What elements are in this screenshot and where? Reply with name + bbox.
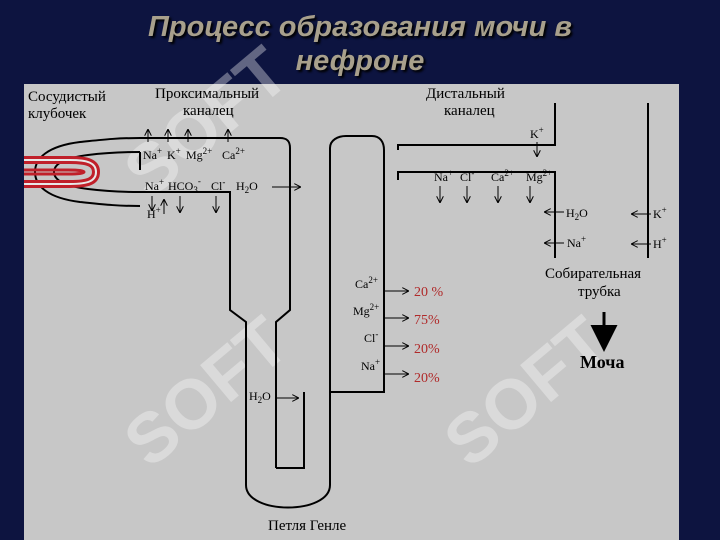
percent-mg: 75%: [414, 313, 440, 328]
proximal-ions-row-1: Na+ K+ Mg2+ Ca2+: [143, 146, 245, 162]
svg-text:Ca2+: Ca2+: [355, 275, 378, 291]
glomerulus-label-2: клубочек: [28, 106, 87, 122]
glomerulus-label-1: Сосудистый: [28, 89, 106, 105]
svg-text:K+: K+: [530, 125, 544, 141]
svg-text:HCO3-: HCO3-: [168, 176, 201, 195]
collecting-label-1: Собирательная: [545, 266, 641, 282]
svg-text:K+: K+: [653, 205, 667, 221]
distal-ions: Na+ Cl- Ca2+ Mg2+ K+: [434, 125, 552, 184]
svg-text:H+: H+: [147, 205, 161, 221]
loop-percentages: 20 % 75% 20% 20%: [414, 285, 444, 386]
svg-text:Na+: Na+: [145, 177, 164, 193]
svg-text:Na+: Na+: [434, 168, 453, 184]
proximal-ions-row-2: Na+ HCO3- Cl- H2O H+: [145, 176, 258, 221]
collecting-label-2: трубка: [578, 284, 621, 300]
glomerulus: [24, 137, 141, 207]
loop-ions: Ca2+ Mg2+ Cl- Na+ H2O: [249, 275, 380, 405]
proximal-label-2: каналец: [183, 103, 234, 119]
diagram-panel: [24, 84, 679, 540]
proximal-arrows-up: [148, 130, 228, 142]
percent-ca: 20 %: [414, 285, 444, 300]
svg-text:H2O: H2O: [566, 206, 588, 222]
svg-text:Na+: Na+: [361, 357, 380, 373]
svg-text:H2O: H2O: [236, 179, 258, 195]
svg-text:Cl-: Cl-: [211, 177, 225, 193]
distal-label-1: Дистальный: [426, 86, 505, 102]
percent-cl: 20%: [414, 342, 440, 357]
distal-label-2: каналец: [444, 103, 495, 119]
distal-tubule: [397, 103, 556, 258]
loop-of-henle-label: Петля Генле: [268, 518, 347, 534]
watermark-text-3: SOFT: [430, 302, 623, 482]
collecting-arrows: [545, 212, 651, 244]
watermark-text-2: SOFT: [110, 302, 303, 482]
proximal-tubule: [139, 137, 331, 509]
distal-arrows: [440, 142, 537, 202]
slide-title: Процесс образования мочи в нефроне: [0, 10, 720, 78]
svg-text:H2O: H2O: [249, 389, 271, 405]
svg-text:Ca2+: Ca2+: [491, 168, 514, 184]
percent-na: 20%: [414, 371, 440, 386]
svg-text:Mg2+: Mg2+: [526, 168, 552, 184]
title-line-1: Процесс образования мочи в: [148, 11, 572, 43]
proximal-arrows-down: [152, 187, 300, 214]
svg-text:Cl-: Cl-: [460, 168, 474, 184]
watermark-text-1: SOFT: [110, 32, 303, 212]
collecting-ions: H2O Na+ K+ H+: [566, 205, 667, 251]
urine-label: Моча: [580, 352, 624, 372]
svg-text:Cl-: Cl-: [364, 329, 378, 345]
svg-text:Na+: Na+: [143, 146, 162, 162]
svg-text:Mg2+: Mg2+: [186, 146, 212, 162]
ascending-limb: [276, 135, 385, 469]
proximal-label-1: Проксимальный: [155, 86, 259, 102]
svg-text:H+: H+: [653, 235, 667, 251]
svg-text:Mg2+: Mg2+: [353, 302, 379, 318]
svg-text:K+: K+: [167, 146, 181, 162]
title-line-2: нефроне: [295, 45, 425, 77]
svg-text:Na+: Na+: [567, 234, 586, 250]
loop-arrows: [276, 291, 408, 398]
svg-text:Ca2+: Ca2+: [222, 146, 245, 162]
